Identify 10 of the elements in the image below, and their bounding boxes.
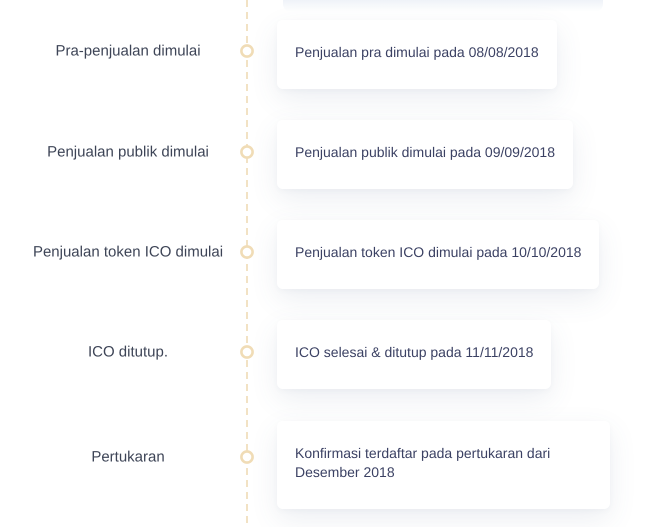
event-description: Penjualan publik dimulai pada 09/09/2018 (295, 143, 555, 162)
milestone-label: Penjualan publik dimulai (47, 142, 209, 162)
milestone-label: Penjualan token ICO dimulai (32, 242, 224, 262)
milestone-label: Pertukaran (91, 448, 165, 466)
event-description: Penjualan token ICO dimulai pada 10/10/2018 (295, 243, 582, 262)
event-description: ICO selesai & ditutup pada 11/11/2018 (295, 343, 534, 362)
milestone-label: Pra-penjualan dimulai (55, 42, 201, 60)
event-description: Penjualan pra dimulai pada 08/08/2018 (295, 43, 539, 62)
milestone-label: ICO ditutup. (88, 342, 168, 362)
event-description: Konfirmasi terdaftar pada pertukaran dari Desember 2018 (295, 444, 552, 482)
